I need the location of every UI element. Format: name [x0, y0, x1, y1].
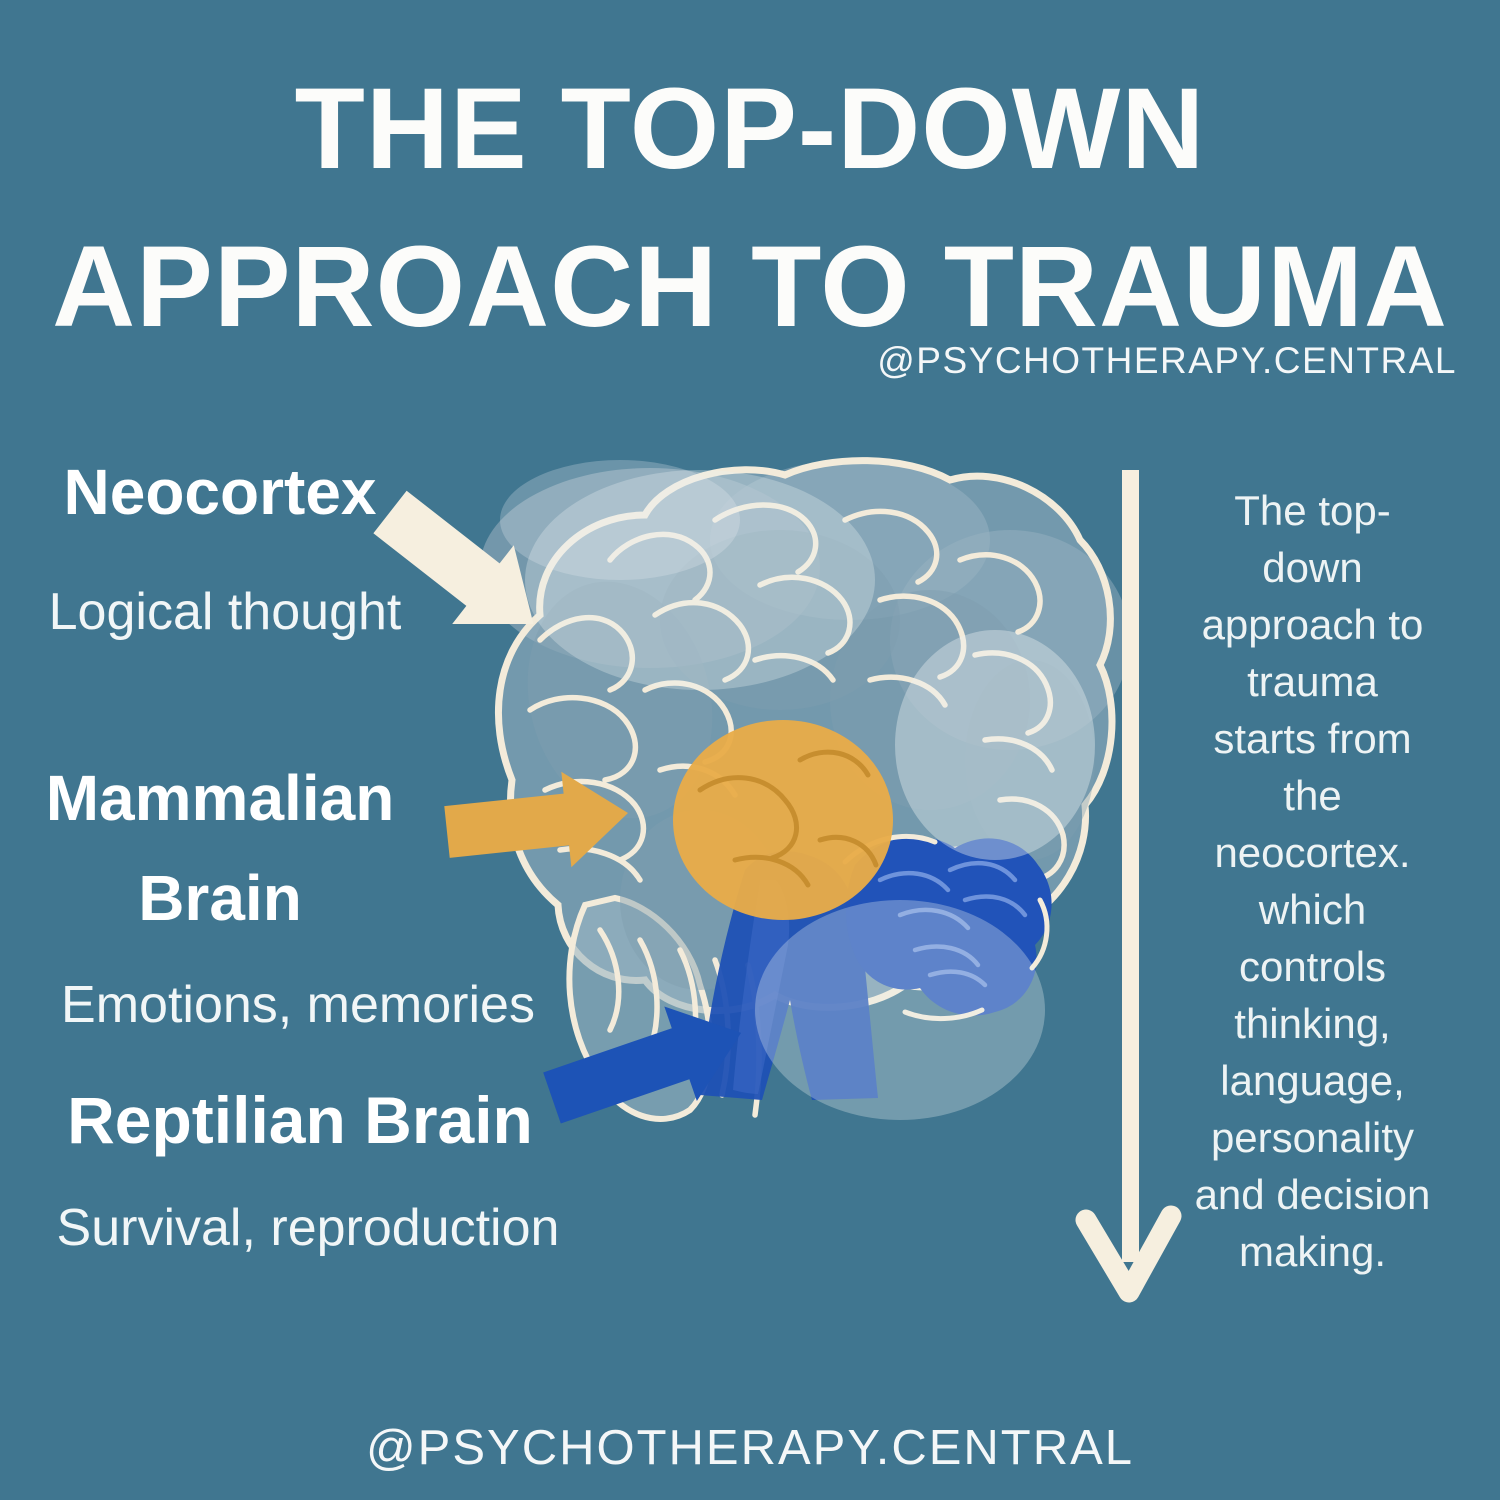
neocortex-description: Logical thought	[48, 583, 402, 641]
neocortex-label: Neocortex	[63, 456, 377, 528]
neocortex-arrow-icon	[373, 490, 534, 625]
reptilian-region	[700, 834, 1052, 1100]
mammalian-arrow-icon	[444, 771, 629, 868]
reptilian-arrow-icon	[543, 1006, 742, 1124]
credit-handle-bottom: @PSYCHOTHERAPY.CENTRAL	[365, 1421, 1135, 1475]
reptilian-brain-label: Reptilian Brain	[67, 1083, 533, 1157]
mammalian-region-highlight	[673, 720, 893, 920]
credit-handle-top: @PSYCHOTHERAPY.CENTRAL	[877, 340, 1457, 381]
top-down-arrow-icon	[1075, 470, 1182, 1303]
cerebellum-shape	[846, 836, 1052, 1016]
reptilian-brain-description: Survival, reproduction	[56, 1199, 560, 1257]
mammalian-brain-description: Emotions, memories	[61, 976, 535, 1034]
white-overlays	[500, 460, 1095, 1120]
cerebellum-hatching	[877, 861, 1028, 988]
